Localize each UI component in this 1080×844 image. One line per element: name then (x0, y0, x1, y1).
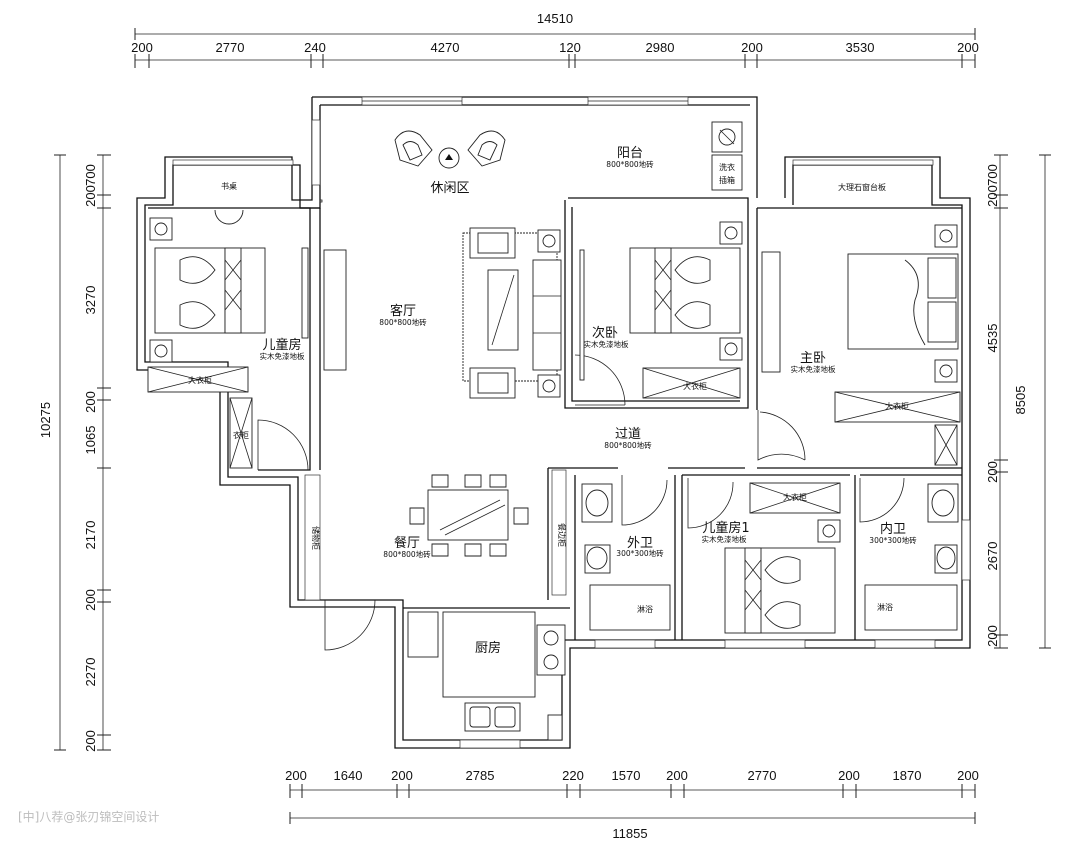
guest-bath-fixtures: 淋浴 (581, 483, 671, 631)
balcony-floor-note: 800*800地砖 (606, 159, 654, 169)
leisure-area-label: 休闲区 (430, 181, 469, 196)
right-dim-2: 200 (985, 185, 1000, 207)
second-bedroom-furniture: 大衣柜 (579, 221, 743, 399)
top-dim-9: 200 (957, 40, 979, 55)
kids-room-1-floor-note: 实木免漆地板 (702, 534, 747, 544)
master-bath-floor-note: 300*300地砖 (869, 535, 917, 545)
dining-room-floor-note: 800*800地砖 (383, 549, 431, 559)
top-dim-1: 200 (131, 40, 153, 55)
room-labels: 休闲区 阳台 800*800地砖 客厅 800*800地砖 次卧 实木免漆地板 … (260, 146, 918, 656)
left-dim-1: 700 (83, 164, 98, 186)
bottom-dim-8: 2770 (748, 768, 777, 783)
right-dimensions: 700 200 4535 200 2670 200 8505 (985, 154, 1051, 649)
right-dim-1: 700 (985, 164, 1000, 186)
guest-shower-label: 淋浴 (637, 604, 653, 614)
kids-small-wardrobe-label: 衣柜 (233, 430, 249, 440)
guest-bath-label: 外卫 (627, 536, 653, 551)
washer-label-2: 插箱 (719, 175, 735, 185)
right-dim-5: 2670 (985, 542, 1000, 571)
bottom-dim-1: 200 (285, 768, 307, 783)
kids-room-1-furniture: 大衣柜 (724, 482, 841, 634)
bottom-total-dimension: 11855 (612, 826, 647, 841)
master-shower-label: 淋浴 (877, 602, 893, 612)
bottom-dim-7: 200 (666, 768, 688, 783)
watermark: [中]八荐@张刃锦空间设计 (18, 810, 160, 824)
master-wardrobe-label: 大衣柜 (885, 401, 909, 411)
washer-label-1: 洗衣 (719, 162, 735, 172)
kids-room-floor-note: 实木免漆地板 (260, 351, 305, 361)
top-total-dimension: 14510 (537, 11, 573, 26)
kids-wardrobe-label: 大衣柜 (188, 375, 212, 385)
right-dim-4: 200 (985, 461, 1000, 483)
master-bath-fixtures: 淋浴 (864, 483, 959, 631)
left-dim-6: 2170 (83, 521, 98, 550)
kids-room-furniture: 大衣柜 衣柜 书桌 (147, 181, 309, 469)
top-dim-7: 200 (741, 40, 763, 55)
second-bedroom-label: 次卧 (592, 325, 618, 341)
left-dim-3: 3270 (83, 286, 98, 315)
washer: 洗衣 插箱 (711, 121, 743, 191)
kids-room-1-label: 儿童房1 (702, 520, 749, 536)
left-dim-8: 2270 (83, 658, 98, 687)
right-total-dimension: 8505 (1013, 386, 1028, 415)
bottom-dim-5: 220 (562, 768, 584, 783)
left-dim-7: 200 (83, 589, 98, 611)
wine-cabinet (304, 474, 321, 601)
bottom-dim-2: 1640 (334, 768, 363, 783)
bottom-dimensions: 200 1640 200 2785 220 1570 200 2770 200 … (285, 768, 979, 841)
master-bath-label: 内卫 (880, 521, 906, 537)
master-window-label: 大理石窗台板 (838, 182, 886, 192)
top-dim-6: 2980 (646, 40, 675, 55)
right-dim-3: 4535 (985, 324, 1000, 353)
living-room-floor-note: 800*800地砖 (379, 317, 427, 327)
kids1-wardrobe-label: 大衣柜 (783, 492, 807, 502)
top-dim-5: 120 (559, 40, 581, 55)
top-dim-8: 3530 (846, 40, 875, 55)
kids-room-label: 儿童房 (262, 337, 301, 353)
top-dim-2: 2770 (216, 40, 245, 55)
second-bedroom-floor-note: 实木免漆地板 (584, 339, 629, 349)
corridor-floor-note: 800*800地砖 (604, 440, 652, 450)
second-wardrobe-label: 大衣柜 (683, 381, 707, 391)
corridor-label: 过道 (615, 427, 641, 442)
bottom-dim-4: 2785 (466, 768, 495, 783)
left-total-dimension: 10275 (38, 402, 53, 438)
side-cabinet-label: 餐边柜 (557, 523, 567, 547)
left-dim-2: 200 (83, 185, 98, 207)
bottom-dim-3: 200 (391, 768, 413, 783)
wine-cabinet-label: 储物柜 (311, 526, 321, 550)
leisure-chairs (394, 130, 506, 169)
left-dimensions: 10275 700 200 3270 200 1065 2170 200 227… (38, 154, 111, 752)
master-bedroom-furniture: 大理石窗台板 大衣柜 (761, 182, 961, 466)
balcony-label: 阳台 (617, 146, 643, 161)
living-room-label: 客厅 (390, 303, 416, 319)
right-dim-6: 200 (985, 625, 1000, 647)
doors (257, 354, 905, 651)
left-dim-4: 200 (83, 391, 98, 413)
windows (172, 96, 971, 749)
sofa-set (323, 227, 562, 399)
bottom-dim-11: 200 (957, 768, 979, 783)
kitchen-label: 厨房 (475, 640, 501, 656)
kids-window-label: 书桌 (221, 181, 237, 191)
dining-furniture: 储物柜 餐边柜 (311, 474, 567, 557)
master-bedroom-floor-note: 实木免漆地板 (791, 364, 836, 374)
guest-bath-floor-note: 300*300地砖 (616, 548, 664, 558)
top-dimensions: 14510 200 2770 240 4270 120 2980 200 353… (131, 11, 979, 68)
bottom-dim-10: 1870 (893, 768, 922, 783)
master-bedroom-label: 主卧 (800, 351, 826, 366)
bottom-dim-9: 200 (838, 768, 860, 783)
top-dim-4: 4270 (431, 40, 460, 55)
dining-room-label: 餐厅 (394, 535, 420, 551)
bottom-dim-6: 1570 (612, 768, 641, 783)
left-dim-5: 1065 (83, 426, 98, 455)
top-dim-3: 240 (304, 40, 326, 55)
kitchen-fixtures (407, 611, 566, 741)
left-dim-9: 200 (83, 730, 98, 752)
